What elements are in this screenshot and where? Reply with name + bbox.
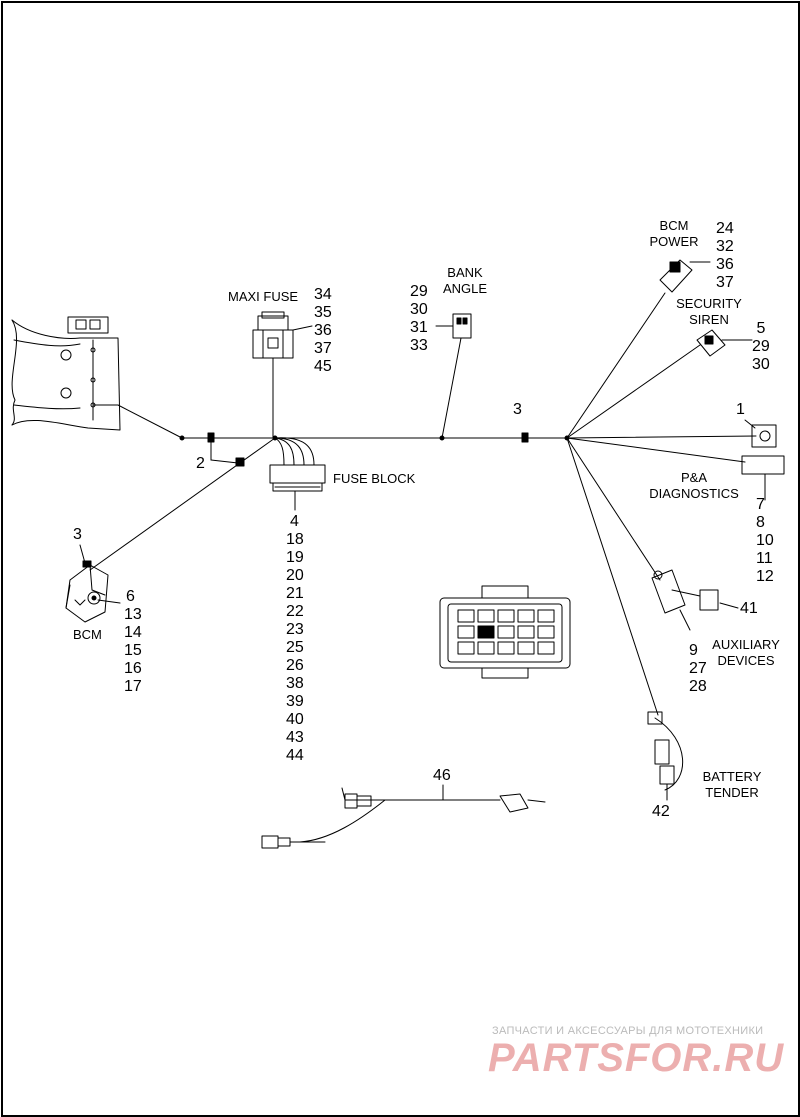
auxiliary-item-41: 41	[740, 600, 758, 617]
maxi-fuse	[252, 311, 313, 439]
maxi-fuse-label: MAXI FUSE	[228, 289, 299, 304]
auxiliary-devices-connector	[651, 569, 739, 631]
bcm-power-connector	[659, 259, 711, 293]
bank-angle-sensor	[435, 313, 472, 439]
harness-46	[261, 784, 546, 849]
watermark-brand: PARTSFOR.RU	[488, 1036, 785, 1080]
bcm-numbers: 6 13 14 15 16 17	[124, 588, 142, 695]
pa-diagnostics-numbers: 7 8 10 11 12	[756, 496, 774, 585]
bcm-module	[65, 560, 109, 623]
pa-diagnostics-label: P&A DIAGNOSTICS	[649, 470, 739, 501]
bcm-label: BCM	[73, 627, 102, 642]
bank-angle-numbers: 29 30 31 33	[410, 283, 428, 354]
fuse-block-label: FUSE BLOCK	[333, 471, 416, 486]
bank-angle-label: BANK ANGLE	[442, 265, 488, 296]
security-siren-label: SECURITY SIREN	[676, 296, 742, 327]
bcm-power-label: BCM POWER	[649, 218, 699, 249]
battery-tender-lead	[647, 711, 684, 801]
frame-bracket	[11, 316, 183, 439]
battery-tender-label: BATTERY TENDER	[702, 769, 762, 800]
fuse-block-numbers: 4 18 19 20 21 22 23 25 26 38 39 40 43 44	[286, 513, 304, 764]
security-siren-numbers: 5 29 30	[752, 320, 770, 373]
auxiliary-devices-label: AUXILIARY DEVICES	[712, 637, 780, 668]
clip-2-number: 2	[196, 455, 205, 472]
bcm-power-numbers: 24 32 36 37	[716, 220, 734, 291]
clip-2	[207, 432, 245, 467]
clip-3	[521, 432, 529, 443]
auxiliary-devices-numbers: 9 27 28	[689, 642, 707, 695]
pa-diagnostics-connector	[744, 419, 777, 448]
maxi-fuse-numbers: 34 35 36 37 45	[314, 286, 332, 375]
security-siren-connector	[696, 329, 753, 357]
bcm-item-3: 3	[73, 526, 82, 543]
pa-diagnostics-plug	[741, 455, 785, 475]
clip-3-number: 3	[513, 401, 522, 418]
watermark-tagline: ЗАПЧАСТИ И АКСЕССУАРЫ ДЛЯ МОТОТЕХНИКИ	[492, 1025, 764, 1037]
harness-46-number: 46	[433, 767, 451, 784]
fuse-block	[269, 437, 326, 511]
connector-detail	[439, 585, 571, 679]
battery-tender-number: 42	[652, 803, 670, 820]
pa-diagnostics-item-1: 1	[736, 401, 745, 418]
